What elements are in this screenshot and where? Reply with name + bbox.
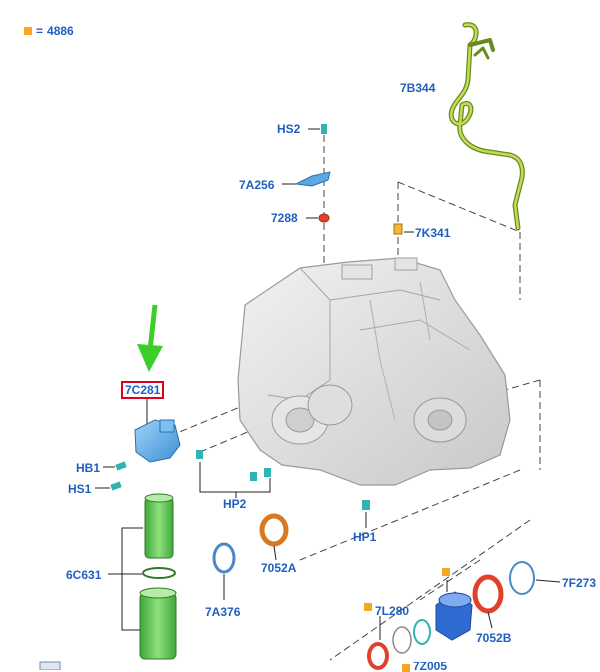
label-7l280[interactable]: 7L280 [375, 604, 410, 618]
plug-hp1 [362, 500, 370, 528]
orange-marker-icon [402, 664, 410, 672]
bolt-hs1 [95, 481, 122, 491]
plugs-hp2 [196, 450, 271, 498]
label-hs2[interactable]: HS2 [277, 122, 301, 136]
rings-7l280 [367, 616, 431, 670]
orange-marker-icon [24, 27, 32, 35]
legend-equals: = [36, 24, 44, 38]
ring-7f273 [509, 561, 561, 595]
seal-7052b [472, 574, 504, 629]
label-7c281-highlighted[interactable]: 7C281 [121, 381, 165, 399]
filter-6c631 [108, 493, 177, 660]
label-7f273[interactable]: 7F273 [562, 576, 597, 590]
pointer-arrow-icon [137, 304, 163, 372]
bolt-hb1 [103, 461, 127, 471]
label-6c631[interactable]: 6C631 [66, 568, 102, 582]
label-7a376[interactable]: 7A376 [205, 605, 241, 619]
label-7z005[interactable]: 7Z005 [413, 662, 448, 670]
transmission-housing [237, 257, 511, 486]
label-7b344[interactable]: 7B344 [400, 81, 436, 95]
orange-marker-icon [364, 603, 372, 611]
label-hb1[interactable]: HB1 [76, 461, 101, 475]
label-hs1[interactable]: HS1 [68, 482, 92, 496]
cylinder-part [435, 580, 473, 641]
orange-marker-icon [442, 568, 450, 576]
label-hp2[interactable]: HP2 [223, 497, 247, 511]
label-7a256[interactable]: 7A256 [239, 178, 275, 192]
ring-7a376 [212, 542, 236, 600]
legend: = 4886 [24, 24, 74, 38]
label-7052b[interactable]: 7052B [476, 631, 512, 645]
legend-value: 4886 [47, 24, 74, 38]
bracket-7a256 [282, 171, 331, 187]
label-7052a[interactable]: 7052A [261, 561, 297, 575]
label-hp1[interactable]: HP1 [353, 530, 377, 544]
sensor-7k341 [393, 223, 414, 235]
tool-icon [39, 661, 61, 670]
oring-7288 [306, 213, 330, 223]
label-7288[interactable]: 7288 [271, 211, 298, 225]
screw-hs2 [308, 124, 327, 134]
solenoid-7c281 [134, 397, 181, 463]
seal-7052a [259, 513, 289, 561]
oil-cooler-tube [448, 22, 525, 231]
label-7k341[interactable]: 7K341 [415, 226, 451, 240]
